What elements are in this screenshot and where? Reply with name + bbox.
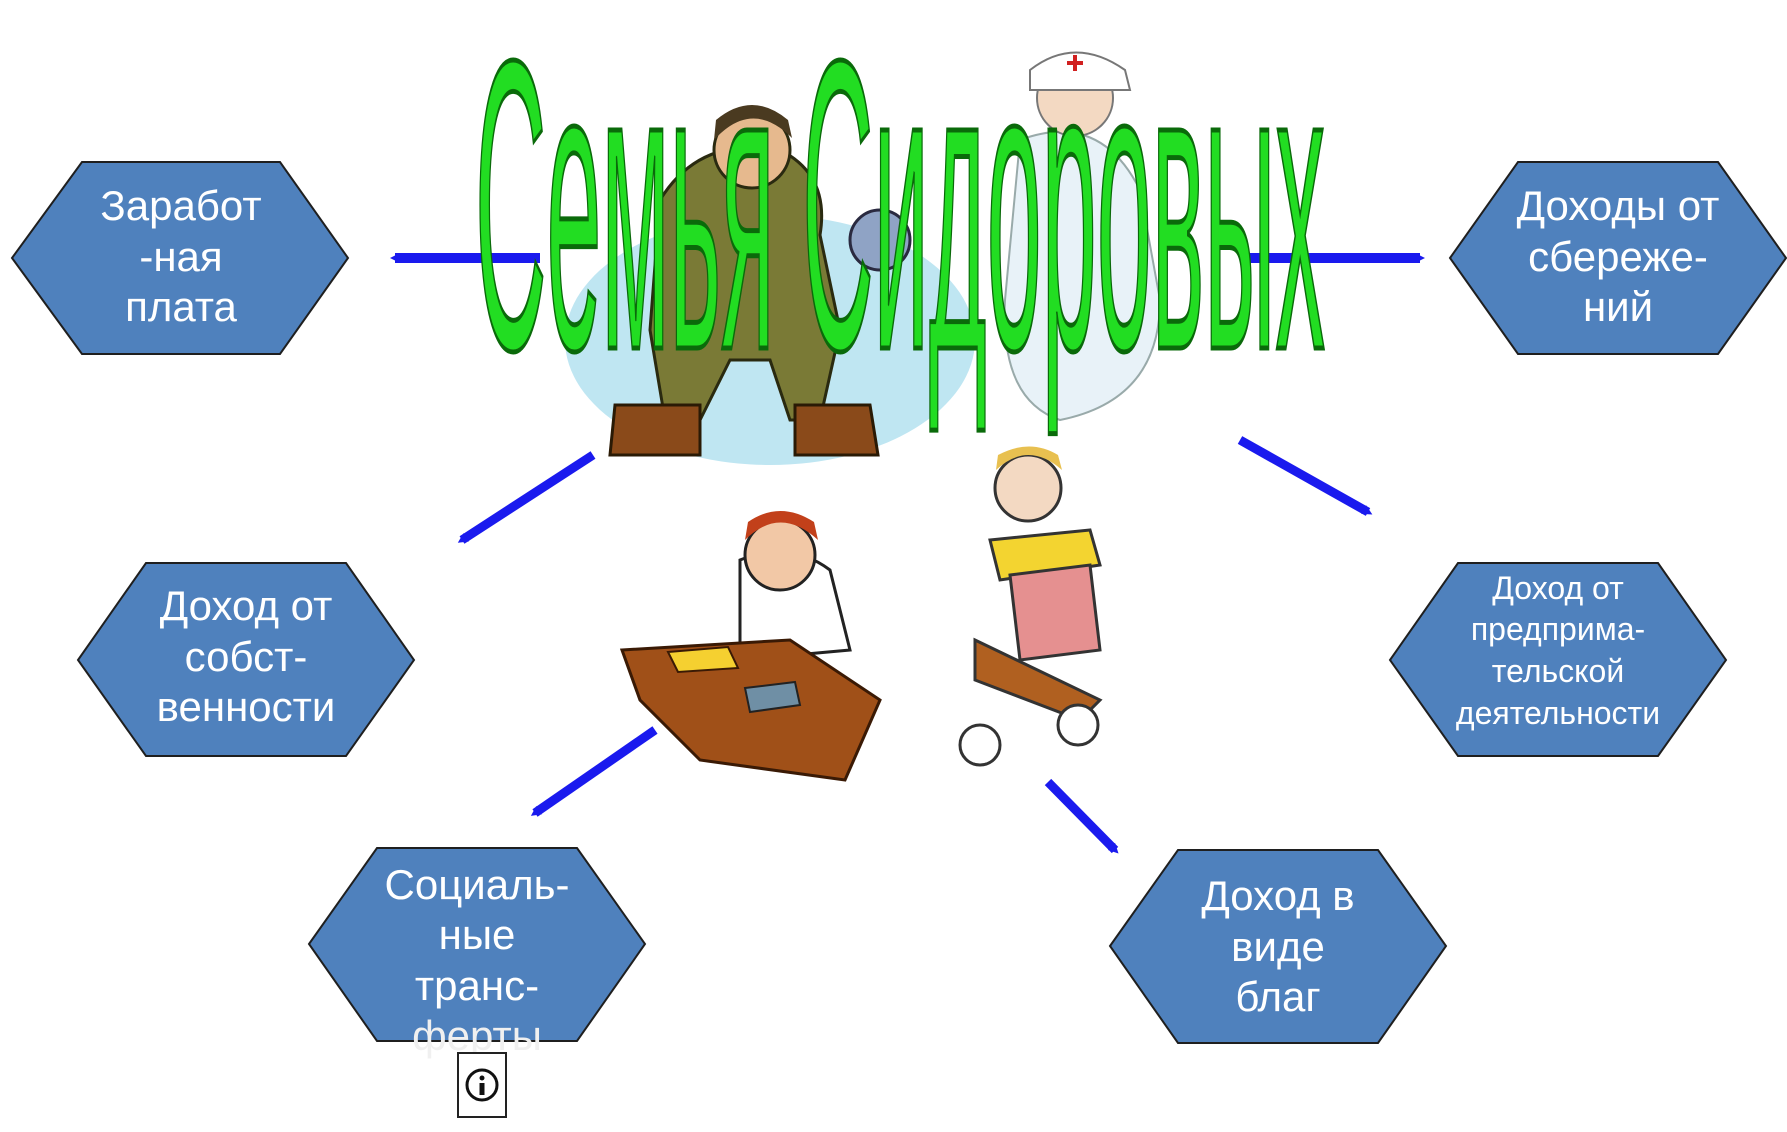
node-line: Доход в xyxy=(1201,872,1355,920)
arrow-to-property xyxy=(457,451,596,544)
title-wordart: Семья Сидоровых xyxy=(473,8,1327,438)
node-savings-label: Доходы от сбереже- ний xyxy=(1500,172,1736,342)
node-line: ний xyxy=(1582,283,1654,331)
nurse-clipart xyxy=(1003,51,1162,422)
node-line: Социаль- xyxy=(384,861,570,908)
hexagon-savings xyxy=(1448,161,1787,355)
node-line: плата xyxy=(125,283,237,331)
node-social-label: Социаль- ные транс- ферты xyxy=(359,860,595,1070)
node-line: Доход от xyxy=(1492,569,1624,606)
node-line: предприма- xyxy=(1470,611,1646,648)
hexagon-business xyxy=(1388,562,1728,757)
node-line: транс- xyxy=(414,961,540,1009)
arrow-to-business xyxy=(1237,436,1373,516)
node-wages-label: Заработ -ная плата xyxy=(82,172,280,342)
hexagon-wages xyxy=(10,161,350,355)
node-line: Заработ xyxy=(100,182,262,230)
node-line: деятельности xyxy=(1455,694,1661,731)
node-line: Доход от xyxy=(159,582,333,630)
node-line: виде xyxy=(1231,922,1325,970)
node-property-label: Доход от собст- венности xyxy=(128,572,364,742)
node-line: сбереже- xyxy=(1528,232,1708,280)
info-icon[interactable] xyxy=(457,1052,507,1118)
hexagon-goods xyxy=(1108,849,1448,1044)
node-business-label: Доход от предприма- тельской деятельност… xyxy=(1430,563,1686,739)
node-line: Доходы от xyxy=(1516,182,1720,230)
worker-clipart xyxy=(565,105,975,465)
node-line: тельской xyxy=(1491,653,1625,689)
arrow-to-social xyxy=(530,726,658,817)
node-line: собст- xyxy=(184,632,308,680)
node-line: ные xyxy=(438,911,516,959)
page-title: Семья Сидоровых xyxy=(475,8,1325,438)
arrow-to-goods xyxy=(1044,778,1119,854)
node-line: благ xyxy=(1235,973,1321,1021)
hexagon-property xyxy=(76,562,416,757)
info-icon-glyph xyxy=(465,1068,499,1102)
node-line: -ная xyxy=(139,232,223,280)
node-line-overflow: ферты xyxy=(412,1012,542,1060)
node-line: венности xyxy=(156,683,336,731)
node-goods-label: Доход в виде благ xyxy=(1160,862,1396,1032)
child-on-scooter-clipart xyxy=(958,446,1103,767)
office-worker-clipart xyxy=(619,511,882,782)
hexagon-social xyxy=(307,847,647,1042)
